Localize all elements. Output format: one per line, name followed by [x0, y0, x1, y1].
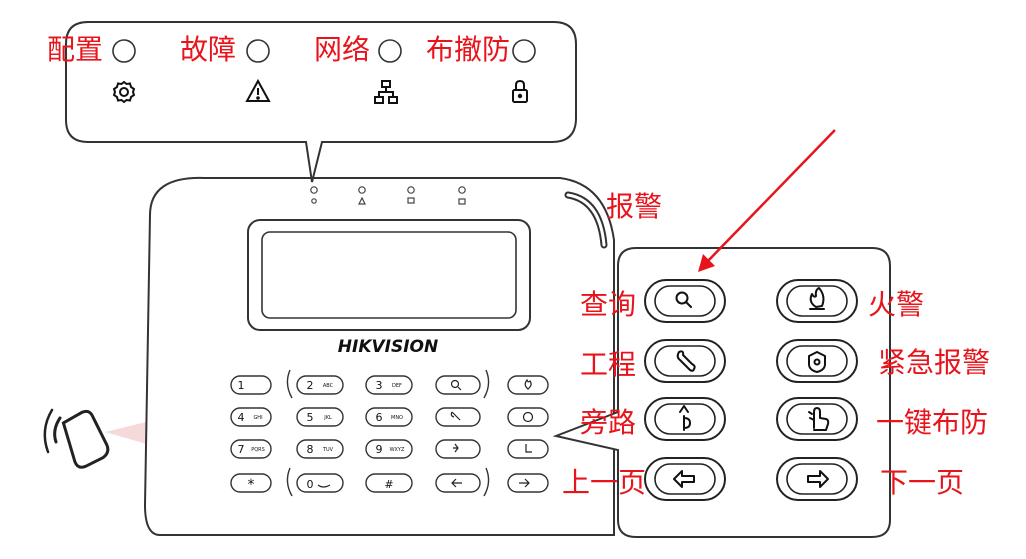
- key-5[interactable]: [296, 407, 344, 427]
- arrow-right-icon: [807, 470, 829, 488]
- key-2-label: 2: [307, 379, 314, 392]
- next-page-key[interactable]: [776, 457, 858, 501]
- query-label: 查询: [580, 288, 637, 321]
- arrow-left-icon: [673, 470, 695, 488]
- key-3-sub: DEF: [392, 383, 402, 389]
- search-small-icon: [450, 379, 462, 391]
- key-9[interactable]: [365, 439, 413, 459]
- key-0[interactable]: [296, 473, 344, 493]
- arrow-right-small-icon: [519, 478, 530, 488]
- engineering-key[interactable]: [644, 339, 726, 383]
- key-5-sub: JKL: [323, 415, 332, 421]
- key-star[interactable]: [230, 473, 272, 493]
- key-4[interactable]: [230, 407, 272, 427]
- key-6-sub: MNO: [391, 415, 403, 421]
- keypad: [230, 369, 549, 497]
- key-4-sub: GHI: [253, 415, 262, 421]
- warning-icon: [245, 78, 271, 102]
- network-label: 网络: [314, 33, 371, 66]
- fire-small-icon: [524, 378, 532, 390]
- prev-page-label: 上一页: [562, 466, 647, 499]
- key-wrench-small[interactable]: [435, 407, 481, 427]
- bypass-label: 旁路: [580, 406, 637, 439]
- one-key-arm-label: 一键布防: [876, 406, 989, 439]
- key-3[interactable]: [365, 375, 413, 395]
- arm-led: [512, 39, 536, 63]
- hand-icon: [808, 407, 830, 431]
- hand-small-icon: [525, 444, 532, 453]
- key-9-sub: WXYZ: [390, 447, 405, 453]
- key-5-label: 5: [307, 411, 314, 424]
- key-3-label: 3: [376, 379, 383, 392]
- key-emergency-small[interactable]: [507, 407, 549, 427]
- wrench-icon: [676, 350, 696, 372]
- lock-icon: [512, 79, 528, 103]
- brand-logo: HIKVISION: [338, 337, 438, 357]
- config-label: 配置: [47, 33, 104, 66]
- emergency-label: 紧急报警: [878, 346, 991, 379]
- key-7[interactable]: [230, 439, 272, 459]
- key-hash-label: #: [384, 478, 393, 491]
- key-6[interactable]: [365, 407, 413, 427]
- fire-key[interactable]: [776, 279, 858, 323]
- network-led: [378, 39, 402, 63]
- fault-label: 故障: [180, 33, 237, 66]
- config-led: [112, 39, 136, 63]
- engineering-label: 工程: [580, 348, 637, 381]
- key-2-sub: ABC: [323, 383, 334, 389]
- arrow-left-small-icon: [451, 478, 462, 488]
- badge-icon: [808, 351, 826, 373]
- one-key-arm-key[interactable]: [776, 397, 858, 441]
- key-1[interactable]: [230, 375, 272, 395]
- key-8-label: 8: [307, 443, 314, 456]
- key-8[interactable]: [296, 439, 344, 459]
- network-icon: [374, 80, 398, 104]
- key-6-label: 6: [376, 411, 383, 424]
- key-fire-small[interactable]: [507, 375, 549, 395]
- key-4-label: 4: [238, 411, 245, 424]
- key-star-label: *: [248, 477, 255, 493]
- fault-led: [246, 39, 270, 63]
- bypass-icon: [679, 405, 691, 431]
- key-one-key-arm-small[interactable]: [507, 439, 549, 459]
- key-7-sub: PQRS: [251, 447, 265, 453]
- alarm-label: 报警: [606, 190, 663, 223]
- key-0-label: 0: [307, 478, 314, 491]
- card-reader-icon: [43, 408, 110, 469]
- key-hash[interactable]: [365, 473, 413, 493]
- arm-label: 布撤防: [426, 33, 511, 66]
- device-leds: [310, 186, 466, 205]
- prev-page-key[interactable]: [644, 457, 726, 501]
- key-9-label: 9: [376, 443, 383, 456]
- key-7-label: 7: [238, 443, 245, 456]
- next-page-label: 下一页: [880, 466, 965, 499]
- key-8-sub: TUV: [322, 447, 334, 453]
- search-icon: [675, 291, 692, 308]
- gear-icon: [112, 80, 136, 104]
- indicator-callout: [65, 21, 577, 183]
- bypass-small-icon: [453, 443, 459, 453]
- wrench-small-icon: [450, 411, 461, 421]
- emergency-key[interactable]: [776, 339, 858, 383]
- key-2[interactable]: [296, 375, 344, 395]
- pointer-arrow: [698, 129, 836, 272]
- fire-icon: [809, 287, 825, 310]
- badge-small-icon: [522, 411, 534, 423]
- query-key[interactable]: [644, 279, 726, 323]
- space-glyph: [317, 484, 331, 488]
- fire-label: 火警: [868, 288, 925, 321]
- key-1-label: 1: [238, 379, 245, 392]
